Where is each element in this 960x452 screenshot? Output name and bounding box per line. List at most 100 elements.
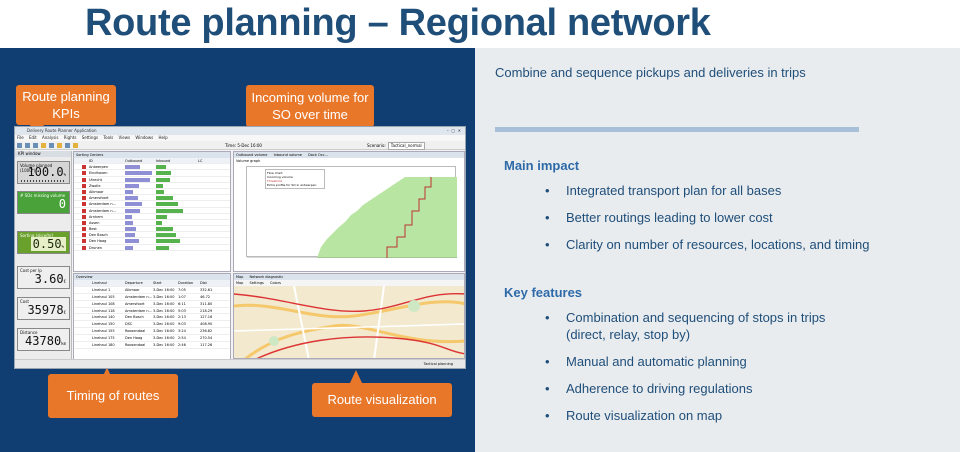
routes-header: Linehaul Departure Start Duration Dist <box>74 280 230 287</box>
copy-icon[interactable] <box>49 143 54 148</box>
location-row[interactable]: Assen <box>74 220 230 227</box>
menu-views[interactable]: Views <box>118 135 131 140</box>
new-icon[interactable] <box>17 143 22 148</box>
route-map[interactable] <box>234 286 464 358</box>
route-cell: 2:13 <box>178 315 186 320</box>
col-lc[interactable]: LC <box>198 159 203 163</box>
route-cell: DSC <box>125 322 133 327</box>
scenario-dropdown[interactable]: Tactical_normal <box>387 142 425 150</box>
open-icon[interactable] <box>25 143 30 148</box>
filter-icon[interactable] <box>65 143 70 148</box>
location-row[interactable]: Amsterdam n... <box>74 201 230 208</box>
flag-icon <box>82 227 86 232</box>
route-cell: 236.82 <box>200 329 213 334</box>
col-duration[interactable]: Duration <box>178 281 194 285</box>
app-toolbar: Time: 5-Dec 16:00 Scenario:Tactical_norm… <box>15 141 465 150</box>
route-cell: 3-Dec 16:00 <box>153 294 175 299</box>
map-menu-colors[interactable]: Colors <box>270 281 281 285</box>
col-linehaul[interactable]: Linehaul <box>92 281 107 285</box>
tab-sorting-centers[interactable]: Sorting Centers <box>76 153 104 157</box>
menu-help[interactable]: Help <box>158 135 168 140</box>
route-cell: 3-Dec 16:00 <box>153 329 175 334</box>
col-start[interactable]: Start <box>153 281 162 285</box>
tab-network-diagnostic[interactable]: Network diagnostic <box>249 275 284 279</box>
flag-icon <box>82 183 86 188</box>
route-cell: 218.29 <box>200 308 213 313</box>
outbound-bar <box>125 202 142 207</box>
col-departure[interactable]: Departure <box>125 281 143 285</box>
tab-inbound-volume[interactable]: Inbound volume <box>273 153 302 157</box>
location-name: Drunen <box>89 245 102 250</box>
menu-windows[interactable]: Windows <box>135 135 154 140</box>
window-controls[interactable]: – ▢ ✕ <box>446 128 461 133</box>
location-row[interactable]: Den Bosch <box>74 232 230 239</box>
col-id[interactable]: ID <box>89 159 93 163</box>
location-row[interactable]: Antwerpen <box>74 164 230 171</box>
location-row[interactable]: Utrecht <box>74 177 230 183</box>
route-cell: 3-Dec 16:00 <box>153 301 175 306</box>
col-inbound[interactable]: Inbound <box>156 159 171 163</box>
kpi-tab[interactable]: KPI window <box>15 151 71 157</box>
route-cell: 6:11 <box>178 301 186 306</box>
location-row[interactable]: Drunen <box>74 245 230 251</box>
app-window: Delivery Route Planner Application – ▢ ✕… <box>14 126 466 369</box>
flag-icon <box>82 171 86 176</box>
col-dist[interactable]: Dist <box>200 281 207 285</box>
warning-icon[interactable] <box>57 143 62 148</box>
location-row[interactable]: Best <box>74 226 230 233</box>
location-row[interactable]: Zwolle <box>74 183 230 189</box>
location-name: Arnhem <box>89 214 103 219</box>
inbound-bar <box>156 220 162 225</box>
route-cell: 9:03 <box>178 322 186 327</box>
kpi-sos-missing: # SOs missing volume 0 <box>17 191 70 214</box>
scenario-selector[interactable]: Scenario:Tactical_normal <box>367 141 425 150</box>
location-row[interactable]: Alkmaar <box>74 189 230 196</box>
folder-icon[interactable] <box>41 143 46 148</box>
run-icon[interactable] <box>73 143 78 148</box>
volume-legend: Flow chart Incoming volume Threshold Ext… <box>265 169 325 189</box>
flag-icon <box>82 233 86 238</box>
app-menubar: File Edit Analysis Rights Settings Tools… <box>15 135 465 141</box>
location-row[interactable]: Den Haag <box>74 238 230 245</box>
location-name: Antwerpen <box>89 165 109 170</box>
tab-outbound-volume[interactable]: Outbound volume <box>236 153 268 157</box>
tab-dock-occupancy[interactable]: Dock Occ... <box>308 153 328 157</box>
menu-analysis[interactable]: Analysis <box>42 135 59 140</box>
tab-overview[interactable]: Overview <box>76 275 93 279</box>
locations-pane: Sorting Centers ID Outbound Inbound LC A… <box>73 151 231 272</box>
map-menu-settings[interactable]: Settings <box>249 281 264 285</box>
menu-settings[interactable]: Settings <box>81 135 99 140</box>
menu-file[interactable]: File <box>17 135 24 140</box>
location-row[interactable]: Eindhoven <box>74 170 230 177</box>
location-name: Den Haag <box>89 239 107 244</box>
save-icon[interactable] <box>33 143 38 148</box>
col-outbound[interactable]: Outbound <box>125 159 143 163</box>
volume-graph-title: Volume graph <box>236 159 261 163</box>
tab-map[interactable]: Map <box>236 275 244 279</box>
route-cell: Alkmaar <box>125 287 140 292</box>
outbound-bar <box>125 183 139 188</box>
location-row[interactable]: Arnhem <box>74 214 230 220</box>
location-name: Amsterdam n... <box>89 202 116 207</box>
menu-edit[interactable]: Edit <box>28 135 37 140</box>
menu-tools[interactable]: Tools <box>103 135 114 140</box>
location-row[interactable]: Amersfoort <box>74 195 230 202</box>
menu-rights[interactable]: Rights <box>63 135 77 140</box>
flag-icon <box>82 202 86 207</box>
map-menu-map[interactable]: Map <box>236 281 244 285</box>
inbound-bar <box>156 189 165 194</box>
inbound-bar <box>156 165 166 170</box>
route-cell: Den Haag <box>125 336 143 341</box>
location-row[interactable]: Amsterdam n... <box>74 208 230 214</box>
route-cell: Linehaul 175 <box>92 336 115 341</box>
volume-pane: Outbound volume Inbound volume Dock Occ.… <box>233 151 465 272</box>
